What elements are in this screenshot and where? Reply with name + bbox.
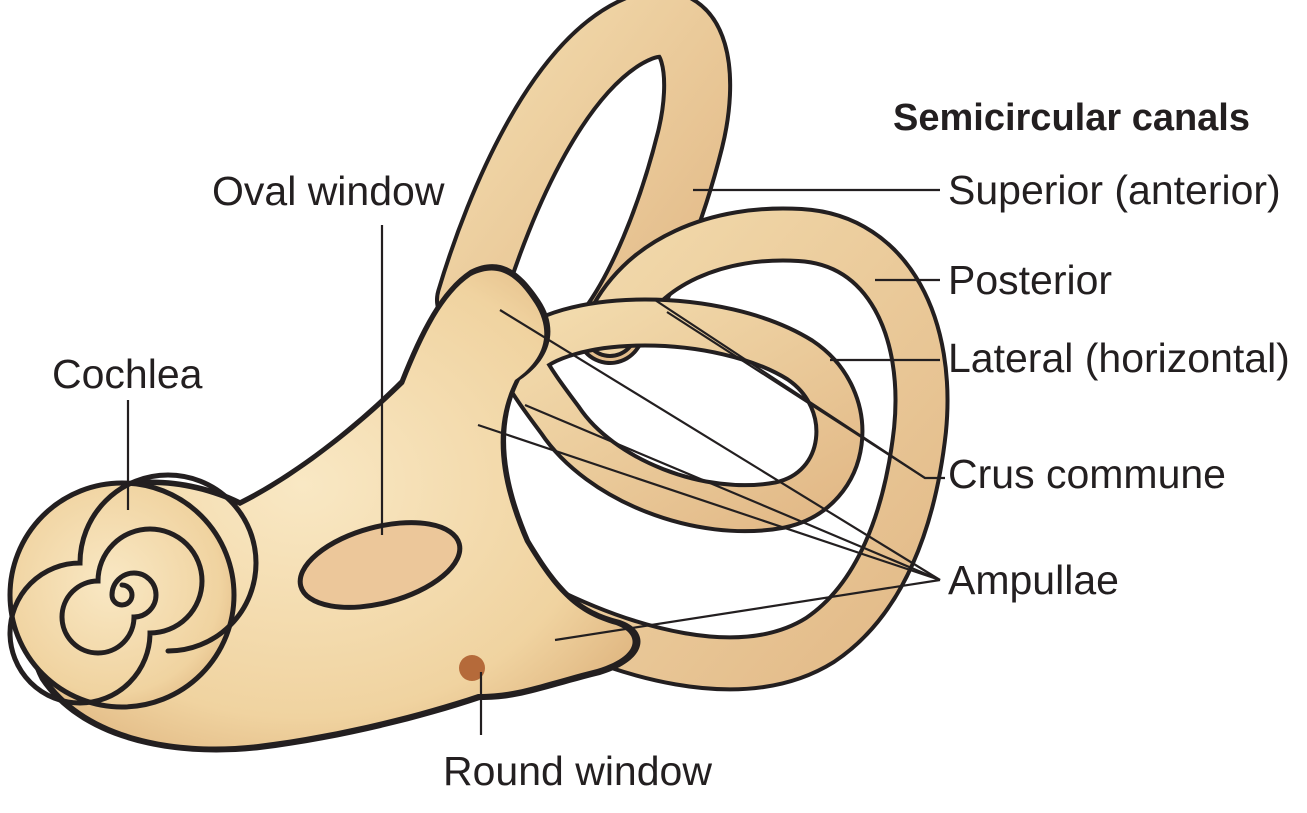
lateral-canal (520, 323, 839, 509)
cochlea-label: Cochlea (52, 351, 203, 397)
leader-ampulla-3 (478, 425, 940, 580)
round-window-label: Round window (443, 748, 712, 794)
leader-ampulla-2 (525, 405, 940, 580)
crus-commune-label: Crus commune (948, 451, 1226, 497)
superior-label: Superior (anterior) (948, 167, 1281, 213)
ampullae-label: Ampullae (948, 557, 1119, 603)
semicircular-canals-heading: Semicircular canals (893, 97, 1250, 139)
oval-window-label: Oval window (212, 168, 445, 214)
posterior-label: Posterior (948, 257, 1112, 303)
lateral-label: Lateral (horizontal) (948, 335, 1290, 381)
